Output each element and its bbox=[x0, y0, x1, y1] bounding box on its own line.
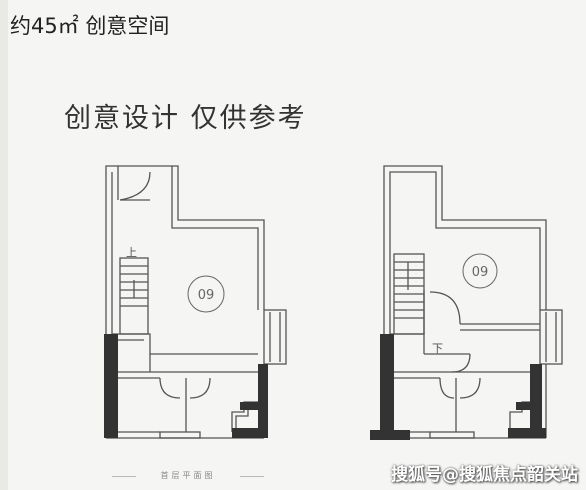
left-room-circle bbox=[187, 275, 225, 313]
stair-up-label: 上 bbox=[126, 246, 137, 259]
watermark: 搜狐号@搜狐焦点韶关站 bbox=[391, 465, 578, 485]
left-room-label: 09 bbox=[198, 288, 215, 303]
caption-rule-left bbox=[112, 476, 136, 477]
stair-down-label: 下 bbox=[432, 342, 443, 355]
right-wall-fills bbox=[370, 334, 546, 440]
page-title: 约45㎡ 创意空间 bbox=[10, 14, 170, 38]
right-room-label: 09 bbox=[472, 265, 489, 280]
left-floor-plan bbox=[105, 165, 287, 439]
right-floor-plan bbox=[383, 165, 563, 439]
left-wall-fills bbox=[104, 334, 268, 438]
right-room-circle bbox=[462, 253, 498, 289]
floor-caption: 首层平面图 bbox=[160, 471, 216, 480]
plan-subtitle: 创意设计 仅供参考 bbox=[64, 103, 307, 134]
caption-rule-right bbox=[240, 476, 264, 477]
left-edge-strip bbox=[0, 0, 8, 490]
